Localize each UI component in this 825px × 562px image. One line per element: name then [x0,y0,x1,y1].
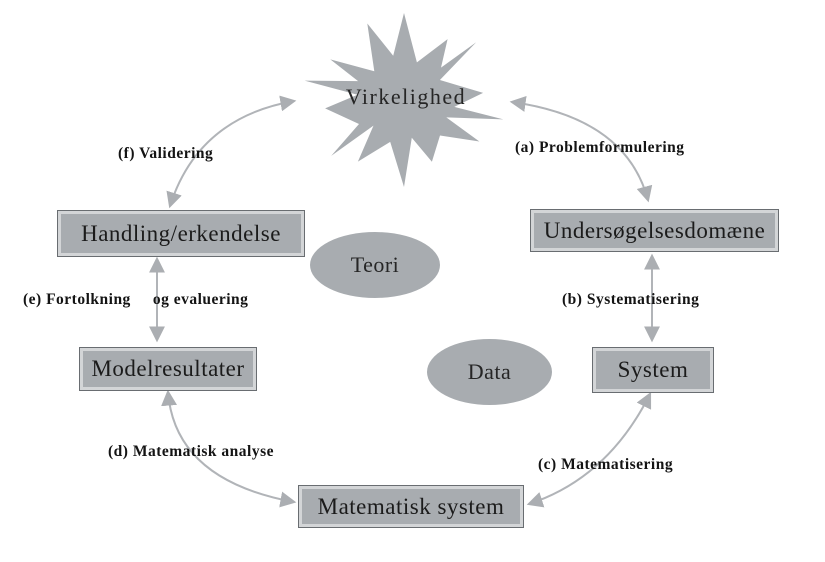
edge-label-f-validering: (f) Validering [118,145,214,162]
teori-label: Teori [350,252,400,277]
edge-label-c-matematisering: (c) Matematisering [538,456,674,473]
edge-label-d-matematisk-analyse: (d) Matematisk analyse [108,443,274,460]
arrow-c-matematisering [526,391,652,508]
teori-ellipse: Teori [310,232,440,298]
virkelighed-burst-shape [304,13,504,187]
virkelighed-label: Virkelighed [345,84,467,109]
data-label: Data [467,359,512,384]
box-undersoegelsesdomaene-label: Undersøgelsesdomæne [543,217,766,243]
box-handling-erkendelse-label: Handling/erkendelse [81,220,281,246]
edge-label-b-systematisering: (b) Systematisering [562,291,700,308]
edge-label-e-fortolkning-og-evaluering: (e) Fortolkning og evaluering [23,291,248,309]
edge-label-e-part-left: (e) Fortolkning [23,291,131,308]
box-handling-erkendelse: Handling/erkendelse [57,210,305,257]
box-matematisk-system: Matematisk system [298,485,524,528]
arrow-d-matematisk-analyse [161,389,297,508]
edge-label-a-problemformulering: (a) Problemformulering [515,139,685,156]
box-modelresultater-label: Modelresultater [91,356,245,381]
edge-label-e-part-right: og evaluering [152,291,249,308]
box-matematisk-system-label: Matematisk system [317,493,505,519]
arrow-f-validering [166,95,297,209]
box-undersoegelsesdomaene: Undersøgelsesdomæne [530,209,779,252]
box-modelresultater: Modelresultater [79,347,257,391]
arrow-a-problemformulering [509,95,653,203]
data-ellipse: Data [427,339,552,405]
box-system-label: System [617,357,689,382]
box-system: System [592,347,714,393]
